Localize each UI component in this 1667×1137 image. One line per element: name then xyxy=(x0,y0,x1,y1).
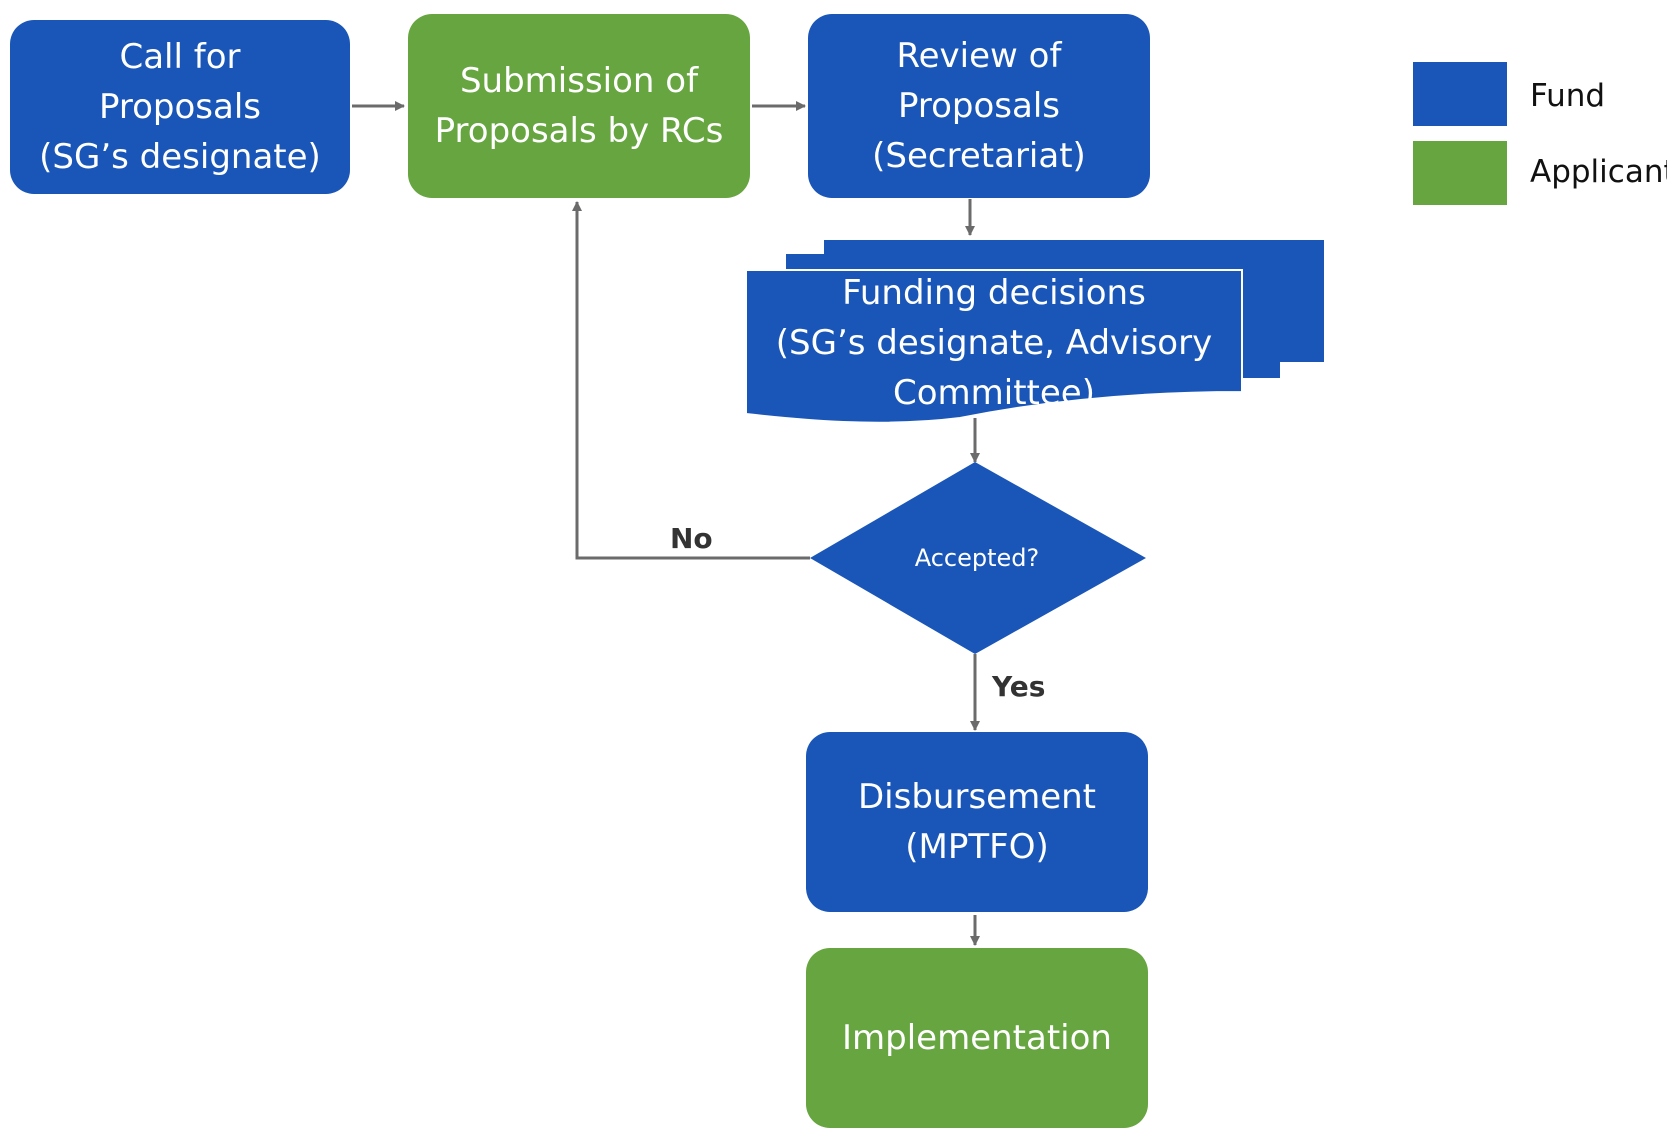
submission-of-proposals-node: Submission of Proposals by RCs xyxy=(408,14,750,198)
document-front-layer xyxy=(745,269,1243,424)
document-middle-layer xyxy=(786,254,1280,378)
node-line: Committee) xyxy=(893,373,1095,413)
yes-branch-label: Yes xyxy=(992,670,1046,703)
disbursement-node: Disbursement (MPTFO) xyxy=(806,732,1148,912)
legend-label-applicant: Applicant xyxy=(1530,154,1667,190)
node-line: Review of xyxy=(896,36,1062,76)
accepted-decision-diamond xyxy=(810,462,1146,654)
node-line: Implementation xyxy=(842,1018,1112,1058)
call-for-proposals-node: Call for Proposals (SG’s designate) xyxy=(10,20,350,194)
legend-swatch-fund xyxy=(1413,62,1507,126)
funding-decisions-text: Funding decisions (SG’s designate, Advis… xyxy=(746,268,1242,418)
node-line: (SG’s designate, Advisory xyxy=(775,323,1213,363)
node-line: Funding decisions xyxy=(842,273,1146,313)
legend-label-fund: Fund xyxy=(1530,78,1606,114)
node-line: Disbursement xyxy=(858,777,1096,817)
funding-decisions-multidocument xyxy=(745,240,1324,424)
node-line: Proposals by RCs xyxy=(434,111,724,151)
node-line: (SG’s designate) xyxy=(39,137,321,177)
no-branch-label: No xyxy=(670,522,713,555)
implementation-node: Implementation xyxy=(806,948,1148,1128)
document-back-layer xyxy=(824,240,1324,362)
node-line: Submission of xyxy=(459,61,699,101)
node-line: Proposals xyxy=(897,86,1061,126)
review-of-proposals-node: Review of Proposals (Secretariat) xyxy=(808,14,1150,198)
accepted-decision-label: Accepted? xyxy=(915,544,1040,572)
node-line: (Secretariat) xyxy=(872,136,1086,176)
legend-swatch-applicant xyxy=(1413,141,1507,205)
node-line: Call for xyxy=(119,37,241,77)
node-line: (MPTFO) xyxy=(905,827,1049,867)
node-line: Proposals xyxy=(98,87,262,127)
arrow-no-branch xyxy=(572,201,810,560)
